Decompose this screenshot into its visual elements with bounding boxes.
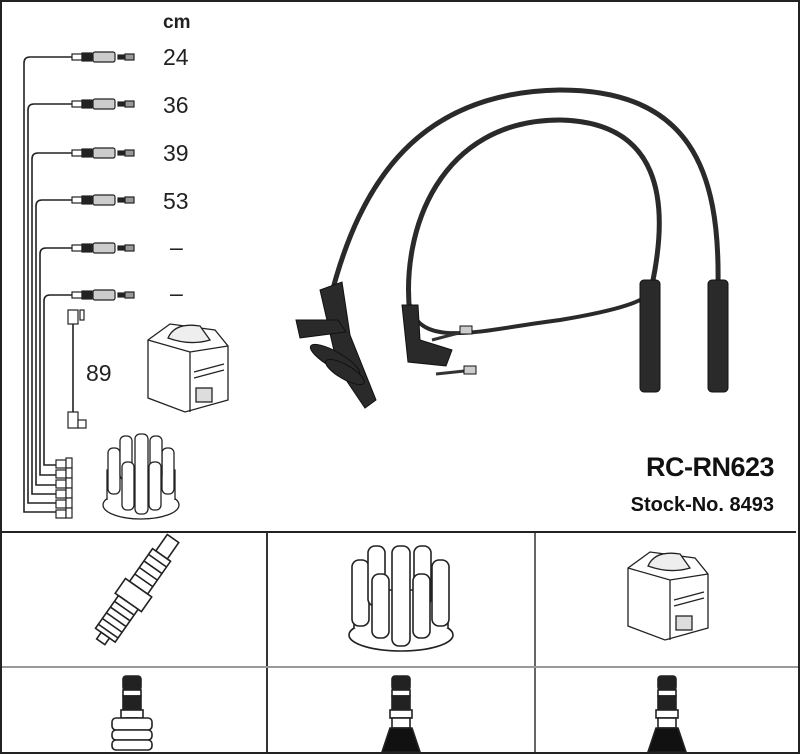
ignition-cables [327,87,721,336]
plug-terminal-nut-icon [380,675,422,753]
cable-length-2: 36 [163,92,189,118]
stock-number: Stock-No. 8493 [630,494,774,516]
ignition-coil-icon [147,323,229,413]
cable-length-5: – [170,234,183,260]
cable-length-1: 24 [163,44,189,70]
distributor-cap-icon [102,433,180,520]
spark-plug-icon [94,533,180,646]
bottom-grid [2,533,798,752]
unit-label: cm [163,12,191,33]
cable-length-6: – [170,280,183,306]
main-panel [0,531,796,533]
cable-length-4: 53 [163,188,189,214]
coil-cable-length: 89 [86,360,112,386]
cable-ends [295,279,729,409]
cable-schematic [23,56,74,513]
plug-terminal-nut-icon-2 [647,675,687,753]
cable-connectors [55,51,135,519]
ignition-coil-large-icon [627,551,709,641]
cable-length-3: 39 [163,140,189,166]
plug-terminal-threaded-icon [111,675,153,751]
product-code: RC-RN623 [645,452,775,482]
distributor-cap-large-icon [348,545,454,652]
